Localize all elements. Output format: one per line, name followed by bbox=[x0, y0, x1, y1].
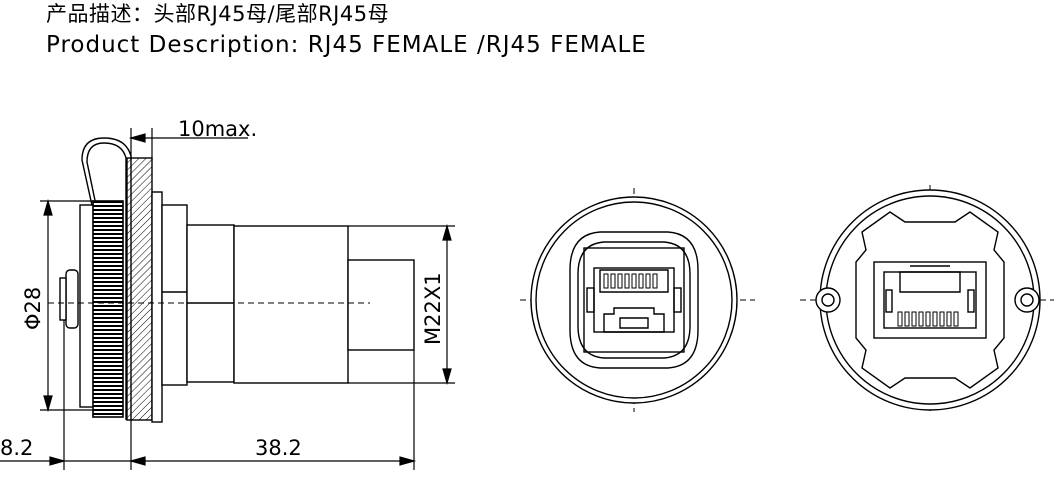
rear-view bbox=[800, 185, 1054, 415]
dimensions bbox=[0, 128, 455, 470]
side-view bbox=[48, 137, 415, 423]
panel-gasket bbox=[126, 157, 153, 421]
knurled-nut bbox=[92, 200, 124, 418]
dim-thread: M22X1 bbox=[421, 272, 445, 345]
front-view bbox=[520, 188, 755, 412]
housing-flange bbox=[161, 204, 188, 386]
title-english: Product Description: RJ45 FEMALE /RJ45 F… bbox=[46, 32, 647, 58]
dim-diameter: Φ28 bbox=[21, 287, 45, 330]
dim-left-length: 8.2 bbox=[0, 436, 33, 460]
thread-body bbox=[233, 225, 349, 384]
rear-plug bbox=[347, 259, 415, 351]
title-chinese: 产品描述：头部RJ45母/尾部RJ45母 bbox=[46, 2, 390, 26]
dim-10max: 10max. bbox=[178, 117, 257, 141]
dim-body-length: 38.2 bbox=[255, 436, 302, 460]
